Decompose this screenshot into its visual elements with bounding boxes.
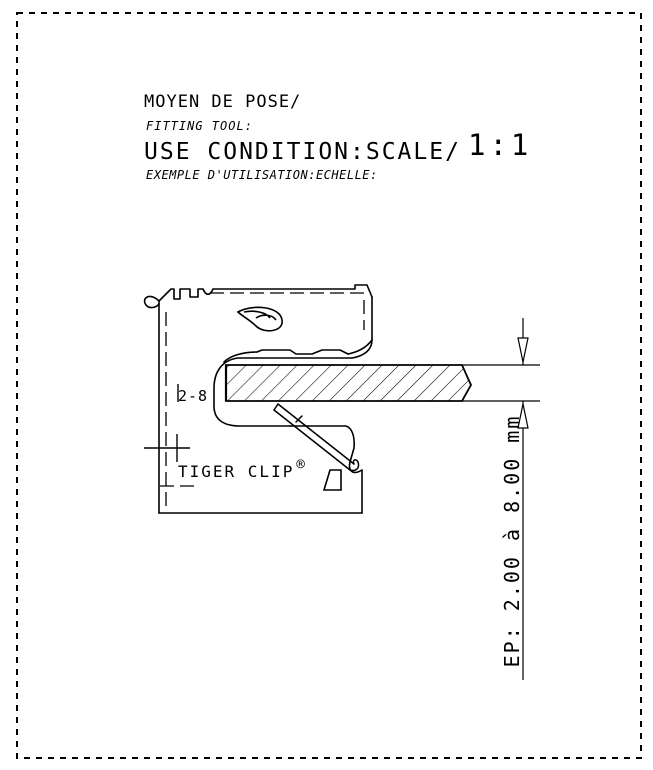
brand-name: TIGER CLIP (178, 462, 295, 481)
use-condition-fr-label: EXEMPLE D'UTILISATION:ECHELLE: (146, 168, 378, 182)
use-condition-en-label: USE CONDITION:SCALE/ (144, 139, 461, 165)
panel-section (224, 364, 473, 402)
fitting-tool-fr-label: MOYEN DE POSE/ (144, 92, 302, 112)
slot-feature (236, 306, 283, 332)
extension-lines (462, 364, 540, 402)
drawing-border (16, 12, 642, 759)
hidden-lines (160, 292, 368, 506)
registered-mark: ® (296, 457, 305, 473)
thickness-dimension (517, 318, 529, 680)
range-label: 2-8 (178, 387, 209, 405)
spring-tongue (273, 403, 360, 472)
thickness-note-text: EP: 2.00 à 8.00 mm (500, 414, 524, 668)
fitting-tool-en-label: FITTING TOOL: (146, 119, 253, 133)
scale-value: 1:1 (468, 128, 533, 162)
triangle-marker (322, 469, 342, 491)
center-marks (144, 384, 190, 462)
clip-outline (143, 284, 373, 514)
brand-label: TIGER CLIP® (178, 457, 305, 481)
